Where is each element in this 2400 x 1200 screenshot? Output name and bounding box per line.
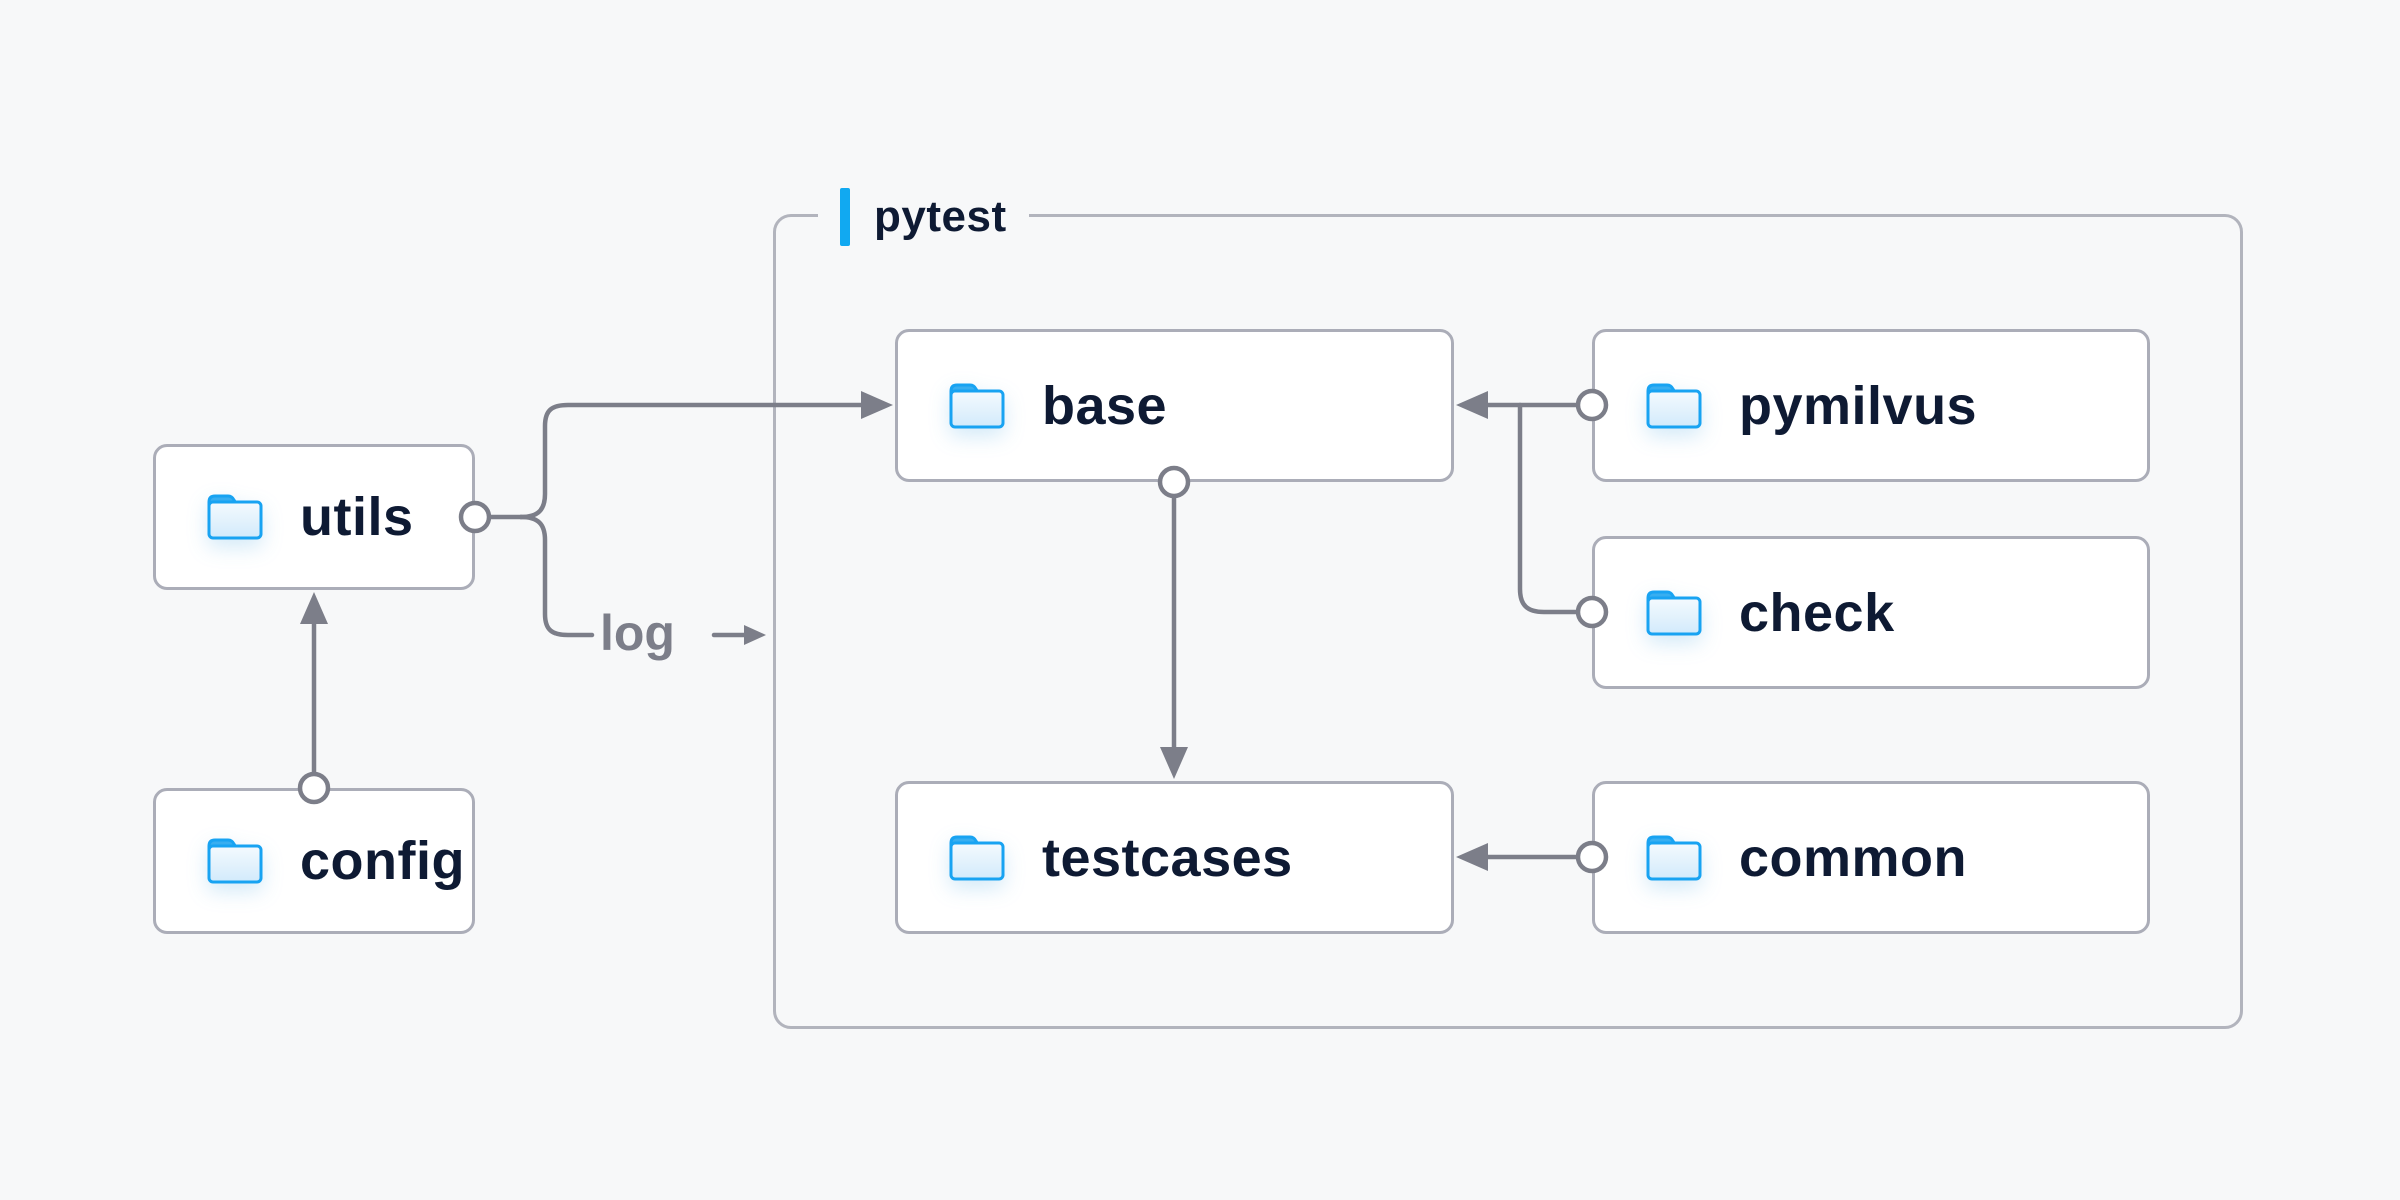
node-label: utils (300, 487, 414, 547)
node-config: config (153, 788, 475, 934)
folder-icon (1641, 378, 1707, 434)
folder-icon (944, 830, 1010, 886)
folder-icon (1641, 585, 1707, 641)
node-label: testcases (1042, 827, 1293, 888)
node-label: config (300, 831, 465, 891)
group-title: pytest (874, 192, 1007, 241)
node-common: common (1592, 781, 2150, 934)
node-label: common (1739, 827, 1968, 888)
folder-icon (202, 489, 268, 545)
node-base: base (895, 329, 1454, 482)
pytest-group-container: pytest (773, 184, 2243, 1029)
node-label: base (1042, 375, 1168, 436)
folder-icon (944, 378, 1010, 434)
node-label: check (1739, 582, 1895, 643)
edge-label-log: log (600, 605, 675, 661)
accent-bar (840, 188, 850, 246)
node-check: check (1592, 536, 2150, 689)
node-testcases: testcases (895, 781, 1454, 934)
edge-log-arrow (711, 625, 766, 645)
edge-config-to-utils (297, 592, 331, 805)
folder-icon (1641, 830, 1707, 886)
node-pymilvus: pymilvus (1592, 329, 2150, 482)
node-label: pymilvus (1739, 375, 1978, 436)
folder-icon (202, 833, 268, 889)
pytest-group-label: pytest (818, 184, 1029, 250)
node-utils: utils (153, 444, 475, 590)
